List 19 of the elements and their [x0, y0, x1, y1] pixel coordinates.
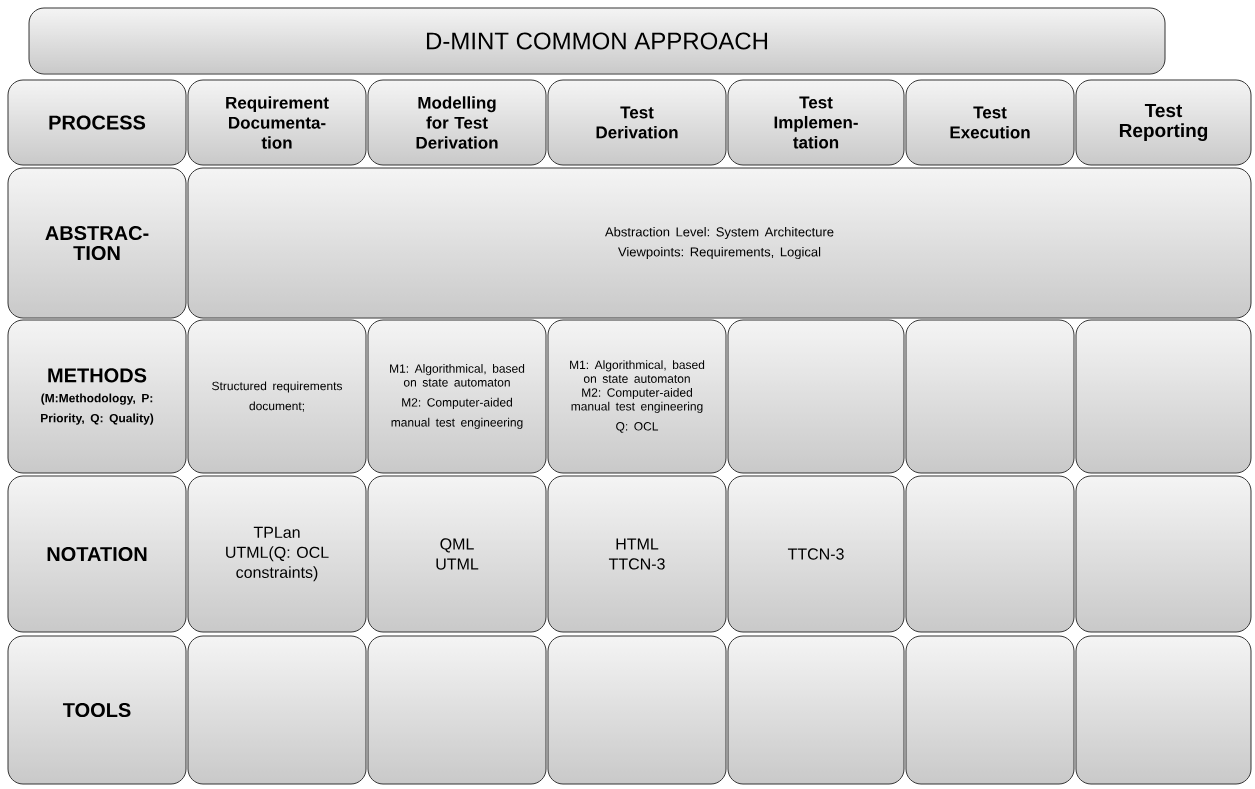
row-header: METHODS (M:Methodology, P: Priority, Q: Quality) — [7, 319, 187, 474]
column-header: Test Reporting — [1075, 79, 1252, 166]
title-banner: D-MINT COMMON APPROACH — [28, 7, 1166, 75]
column-header: Requirement Documenta-tion — [187, 79, 367, 166]
table-cell: M1: Algorithmical, based on state automaton M2: Computer-aided manual test engineering Q: OCL — [547, 319, 727, 474]
row-header: TOOLS — [7, 635, 187, 785]
row-header: ABSTRAC-TION — [7, 167, 187, 319]
row-header: PROCESS — [7, 79, 187, 166]
table-cell: TPLan UTML(Q: OCL constraints) — [187, 475, 367, 633]
column-header: Test Execution — [905, 79, 1075, 166]
table-cell: TTCN-3 — [727, 475, 905, 633]
table-cell: HTML TTCN-3 — [547, 475, 727, 633]
column-header: Test Implemen-tation — [727, 79, 905, 166]
row-header: NOTATION — [7, 475, 187, 633]
column-header: Modelling for Test Derivation — [367, 79, 547, 166]
table-cell: QML UTML — [367, 475, 547, 633]
column-header: Test Derivation — [547, 79, 727, 166]
table-cell: Structured requirements document; — [187, 319, 367, 474]
table-cell: M1: Algorithmical, based on state automaton M2: Computer-aided manual test engineering — [367, 319, 547, 474]
